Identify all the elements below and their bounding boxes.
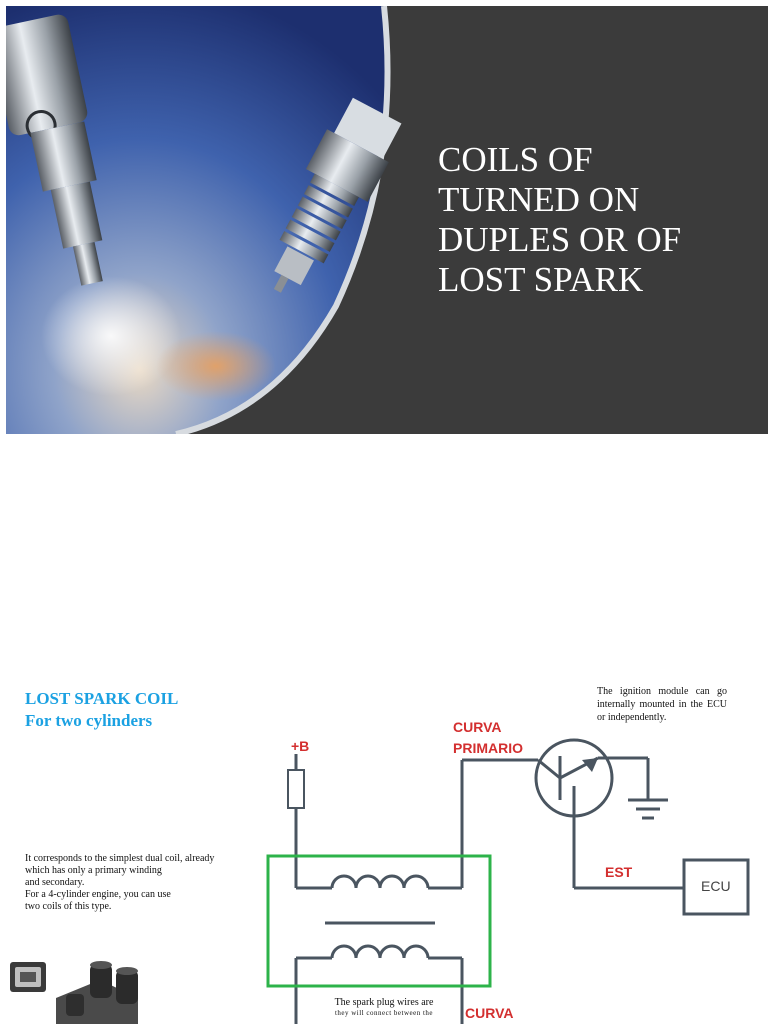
description-line: and secondary. [25,877,85,888]
slide-title: COILS OF TURNED ON DUPLES OR OF LOST SPA… [438,140,682,299]
ignition-module-note: The ignition module can go internally mo… [597,686,727,723]
coil-description: It corresponds to the simplest dual coil… [25,853,240,913]
injector-and-spark-plug-photo [6,6,768,434]
primary-curve-label: PRIMARIO [453,740,523,756]
coil-pack-photo [10,961,138,1024]
plug-note-line: they will connect between the [334,1009,434,1017]
spark-plug-note: The spark plug wires are they will conne… [326,997,442,1018]
plug-note-line: The spark plug wires are [334,997,434,1008]
description-line: two coils of this type. [25,901,112,912]
ecu-label: ECU [701,878,731,894]
ecu-box [682,858,750,916]
secondary-curve-label: CURVA [465,1005,514,1021]
lost-spark-schematic: +B CURVA PRIMARIO EST ECU CURVA [266,719,750,1024]
description-line: For a 4-cylinder engine, you can use [25,889,171,900]
battery-label: +B [291,738,309,754]
lost-spark-coil-slide: LOST SPARK COIL For two cylinders It cor… [0,668,768,1024]
description-line: It corresponds to the simplest dual coil… [25,853,215,864]
description-line: which has only a primary winding [25,865,162,876]
title-slide: COILS OF TURNED ON DUPLES OR OF LOST SPA… [6,6,768,434]
est-label: EST [605,864,633,880]
slide-heading: LOST SPARK COIL For two cylinders [25,689,179,730]
primary-curve-label: CURVA [453,719,502,735]
